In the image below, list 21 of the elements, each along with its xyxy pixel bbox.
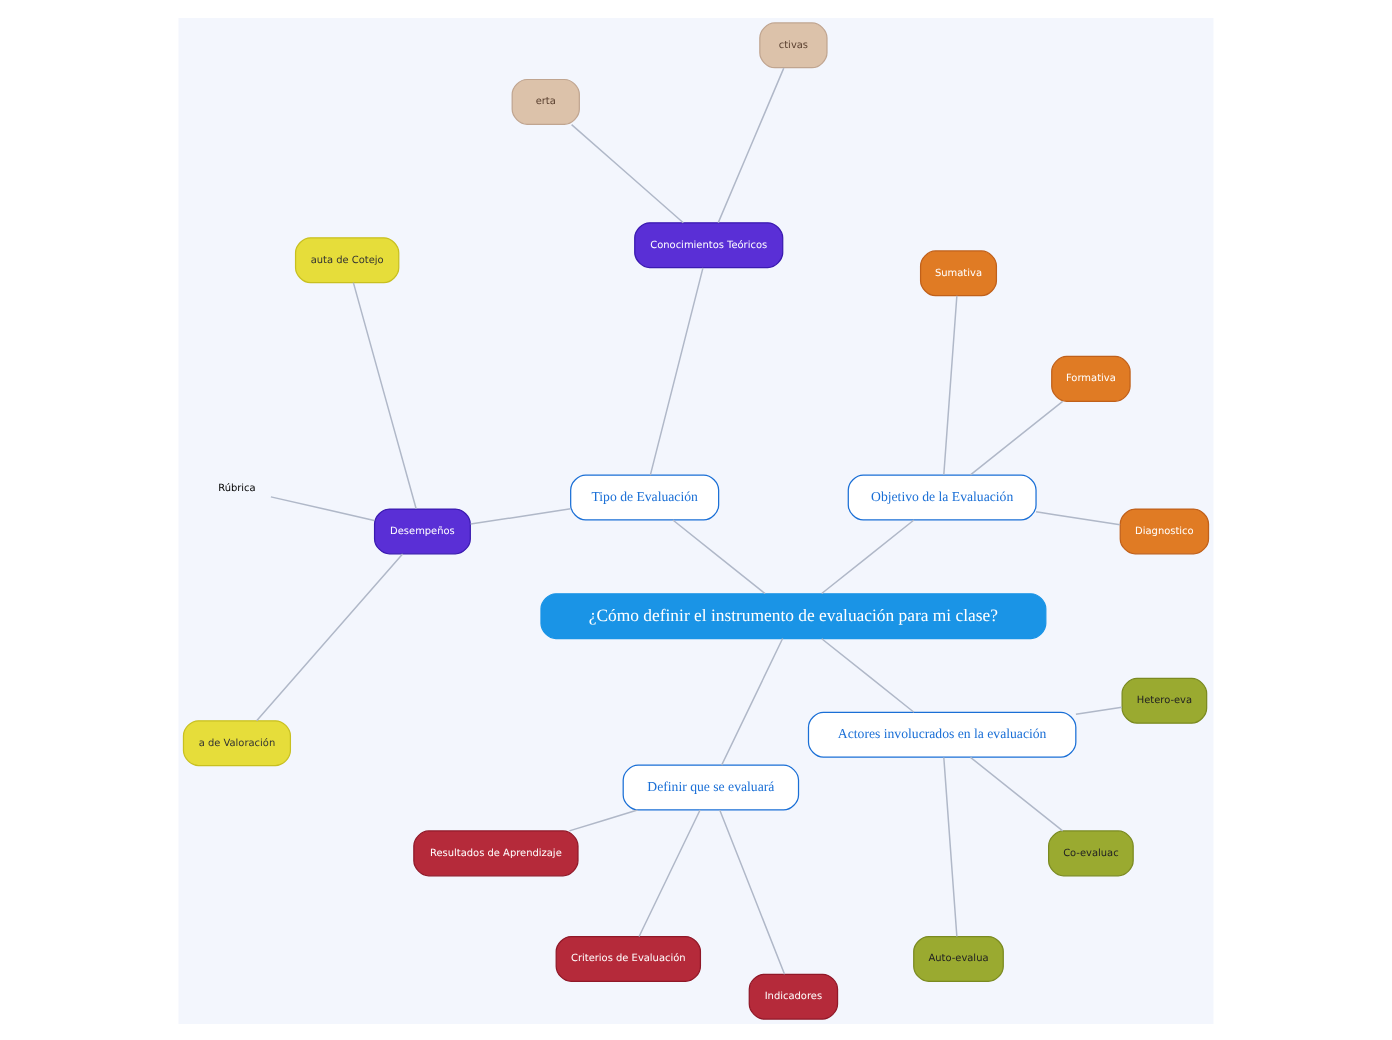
connector xyxy=(821,637,915,712)
connector xyxy=(255,552,404,721)
connector xyxy=(1035,510,1121,525)
connector xyxy=(570,122,684,223)
connector xyxy=(717,66,785,223)
connector xyxy=(638,808,701,937)
connector xyxy=(352,280,417,509)
connector xyxy=(943,294,958,475)
connector xyxy=(969,399,1064,475)
connector xyxy=(672,518,766,594)
connector xyxy=(568,808,639,831)
connector xyxy=(649,266,704,475)
connector xyxy=(821,518,915,594)
connector xyxy=(943,755,958,937)
connector xyxy=(969,755,1064,831)
connector xyxy=(1075,705,1123,715)
connector xyxy=(719,808,786,974)
connector xyxy=(270,495,375,521)
connector xyxy=(720,636,784,765)
node-box: ¿Cómo definir el instrumento de evaluación para mi clase? xyxy=(540,592,1047,639)
connector xyxy=(469,507,572,524)
